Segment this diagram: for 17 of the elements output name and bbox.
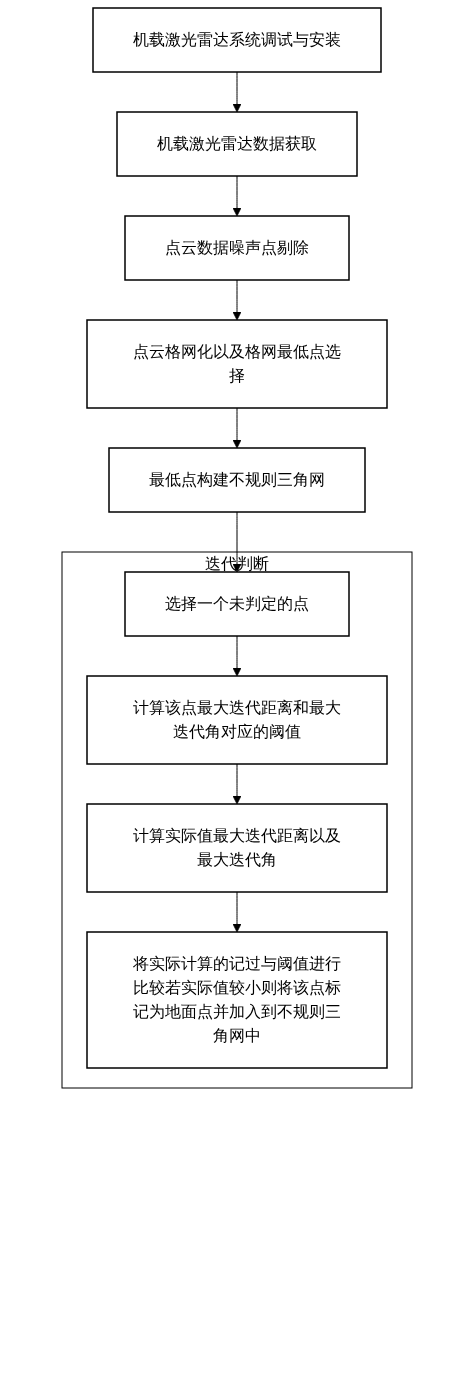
node-box: 计算实际值最大迭代距离以及最大迭代角 [86,803,388,893]
arrow [232,891,242,933]
node-box: 计算该点最大迭代距离和最大迭代角对应的阈值 [86,675,388,765]
node-box: 点云数据噪声点剔除 [124,215,350,281]
arrow [232,763,242,805]
arrow [232,511,242,573]
node-box: 点云格网化以及格网最低点选择 [86,319,388,409]
arrow [232,407,242,449]
node-box: 将实际计算的记过与阈值进行比较若实际值较小则将该点标记为地面点并加入到不规则三角网中 [86,931,388,1069]
node-box: 机载激光雷达系统调试与安装 [92,7,382,73]
arrow [232,71,242,113]
arrow [232,635,242,677]
node-box: 最低点构建不规则三角网 [108,447,366,513]
node-box: 机载激光雷达数据获取 [116,111,358,177]
node-box: 选择一个未判定的点 [124,571,350,637]
arrow [232,279,242,321]
arrow [232,175,242,217]
